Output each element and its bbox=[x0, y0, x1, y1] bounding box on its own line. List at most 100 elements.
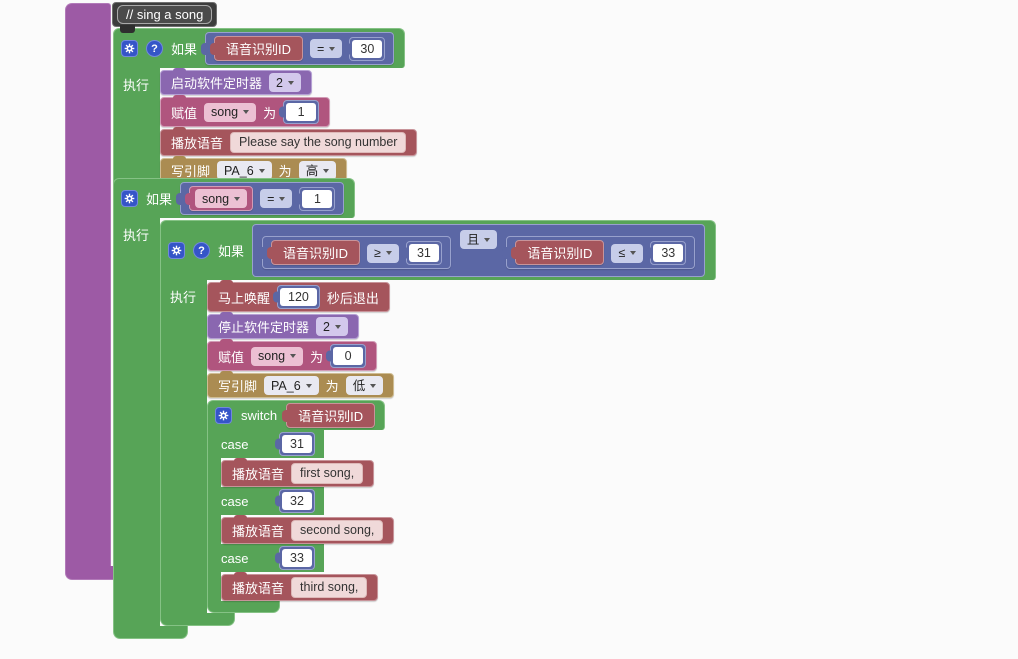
if1-header[interactable]: ? 如果 语音识别ID = 30 bbox=[113, 28, 406, 68]
case-value-block[interactable]: 33 bbox=[279, 546, 315, 570]
number-input[interactable]: 31 bbox=[408, 243, 439, 262]
chevron-down-icon bbox=[385, 251, 392, 255]
number-block[interactable]: 0 bbox=[330, 344, 367, 368]
play-voice-block[interactable]: 播放语音 first song, bbox=[221, 458, 375, 487]
play-voice-block[interactable]: 播放语音 third song, bbox=[221, 572, 379, 601]
pin-dropdown[interactable]: PA_6 bbox=[217, 161, 272, 180]
play-voice-block[interactable]: 播放语音 second song, bbox=[221, 515, 395, 544]
level-dropdown[interactable]: 低 bbox=[345, 376, 384, 395]
number-input[interactable]: 32 bbox=[282, 492, 312, 510]
timer-id-dropdown[interactable]: 2 bbox=[269, 73, 301, 92]
if-label: 如果 bbox=[218, 244, 245, 259]
voice-id-block[interactable]: 语音识别ID bbox=[515, 240, 605, 265]
play-voice-block[interactable]: 播放语音 Please say the song number bbox=[160, 127, 418, 156]
number-block[interactable]: 1 bbox=[299, 186, 336, 211]
number-block[interactable]: 33 bbox=[650, 240, 687, 265]
chevron-down-icon bbox=[243, 110, 250, 114]
if-label: 如果 bbox=[146, 192, 173, 207]
case-row[interactable]: case 33 bbox=[207, 544, 324, 572]
timer-id-dropdown[interactable]: 2 bbox=[316, 317, 348, 336]
voice-id-block[interactable]: 语音识别ID bbox=[271, 240, 361, 265]
chevron-down-icon bbox=[370, 383, 377, 388]
chevron-down-icon bbox=[334, 324, 341, 329]
if2-header[interactable]: 如果 song = 1 bbox=[113, 178, 356, 218]
if2-do-gutter: 执行 bbox=[113, 218, 160, 626]
voice-text-input[interactable]: first song, bbox=[291, 463, 364, 484]
chevron-down-icon bbox=[258, 168, 265, 173]
op-dropdown[interactable]: = bbox=[260, 189, 293, 208]
write-pin-block[interactable]: 写引脚 PA_6 为 低 bbox=[207, 371, 395, 398]
variable-dropdown[interactable]: song bbox=[204, 102, 257, 122]
compare-right-block[interactable]: 语音识别ID ≤ 33 bbox=[506, 236, 696, 269]
help-icon[interactable]: ? bbox=[193, 242, 210, 259]
case-value-block[interactable]: 32 bbox=[279, 489, 315, 513]
op-dropdown[interactable]: ≤ bbox=[611, 243, 644, 263]
number-block[interactable]: 120 bbox=[277, 285, 320, 309]
op-dropdown[interactable]: ≥ bbox=[367, 243, 399, 263]
number-block[interactable]: 1 bbox=[283, 100, 320, 124]
gear-icon[interactable] bbox=[168, 242, 185, 259]
variable-dropdown[interactable]: song bbox=[195, 189, 248, 208]
case-row[interactable]: case 31 bbox=[207, 430, 324, 458]
number-input[interactable]: 33 bbox=[653, 243, 684, 262]
program-container-bar[interactable] bbox=[65, 3, 111, 566]
chevron-down-icon bbox=[234, 196, 241, 201]
number-input[interactable]: 33 bbox=[282, 549, 312, 567]
if-block-2[interactable]: 如果 song = 1 执行 ? 如果 bbox=[113, 178, 717, 639]
and-condition-block[interactable]: 语音识别ID ≥ 31 且 语音识别ID ≤ 33 bbox=[252, 224, 706, 277]
if2-foot bbox=[113, 626, 188, 639]
voice-text-input[interactable]: second song, bbox=[291, 520, 384, 541]
chevron-down-icon bbox=[630, 251, 637, 255]
chevron-down-icon bbox=[290, 354, 297, 358]
number-block[interactable]: 30 bbox=[349, 36, 386, 61]
wake-exit-block[interactable]: 马上唤醒 120 秒后退出 bbox=[207, 280, 390, 312]
number-input[interactable]: 1 bbox=[286, 103, 317, 121]
gear-icon[interactable] bbox=[121, 40, 138, 57]
if1-condition-block[interactable]: 语音识别ID = 30 bbox=[205, 32, 395, 65]
voice-id-block[interactable]: 语音识别ID bbox=[214, 36, 304, 61]
number-input[interactable]: 0 bbox=[333, 347, 364, 365]
chevron-down-icon bbox=[323, 168, 330, 173]
case-value-block[interactable]: 31 bbox=[279, 432, 315, 456]
do-label: 执行 bbox=[123, 228, 150, 243]
assign-block[interactable]: 赋值 song 为 0 bbox=[207, 339, 378, 371]
gear-icon[interactable] bbox=[215, 407, 232, 424]
case-row[interactable]: case 32 bbox=[207, 487, 324, 515]
case-label: case bbox=[221, 493, 249, 509]
help-icon[interactable]: ? bbox=[146, 40, 163, 57]
if-block-3[interactable]: ? 如果 语音识别ID ≥ 31 且 语音识别ID ≤ bbox=[160, 220, 717, 626]
variable-dropdown[interactable]: song bbox=[251, 346, 304, 366]
chevron-down-icon bbox=[305, 383, 312, 388]
comment-block[interactable]: // sing a song bbox=[112, 2, 218, 33]
number-input[interactable]: 120 bbox=[280, 288, 317, 306]
number-input[interactable]: 31 bbox=[282, 435, 312, 453]
timer-stop-block[interactable]: 停止软件定时器 2 bbox=[207, 312, 359, 339]
switch-header[interactable]: switch 语音识别ID bbox=[207, 400, 386, 430]
and-dropdown[interactable]: 且 bbox=[459, 230, 498, 249]
switch-block[interactable]: switch 语音识别ID case 31 bbox=[207, 400, 395, 613]
case-gutter bbox=[207, 572, 221, 601]
number-block[interactable]: 31 bbox=[405, 240, 442, 265]
voice-text-input[interactable]: third song, bbox=[291, 577, 368, 598]
timer-start-block[interactable]: 启动软件定时器 2 bbox=[160, 68, 312, 95]
variable-block[interactable]: song bbox=[189, 186, 254, 211]
voice-text-input[interactable]: Please say the song number bbox=[230, 132, 407, 153]
if2-condition-block[interactable]: song = 1 bbox=[180, 182, 345, 215]
if-label: 如果 bbox=[171, 42, 198, 57]
level-dropdown[interactable]: 高 bbox=[298, 161, 337, 180]
gear-icon[interactable] bbox=[121, 190, 138, 207]
comment-text[interactable]: // sing a song bbox=[117, 5, 213, 24]
assign-block[interactable]: 赋值 song 为 1 bbox=[160, 95, 331, 127]
case-label: case bbox=[221, 436, 249, 452]
if3-header[interactable]: ? 如果 语音识别ID ≥ 31 且 语音识别ID ≤ bbox=[160, 220, 717, 280]
if1-do-gutter: 执行 bbox=[113, 68, 160, 183]
chevron-down-icon bbox=[484, 237, 491, 242]
voice-id-block[interactable]: 语音识别ID bbox=[286, 403, 376, 428]
compare-left-block[interactable]: 语音识别ID ≥ 31 bbox=[262, 236, 451, 269]
number-input[interactable]: 1 bbox=[302, 189, 333, 208]
pin-dropdown[interactable]: PA_6 bbox=[264, 376, 319, 395]
op-dropdown[interactable]: = bbox=[310, 39, 343, 58]
if-block-1[interactable]: ? 如果 语音识别ID = 30 执行 启动软件定时器 2 赋值 song 为 … bbox=[113, 28, 418, 196]
number-input[interactable]: 30 bbox=[352, 39, 383, 58]
